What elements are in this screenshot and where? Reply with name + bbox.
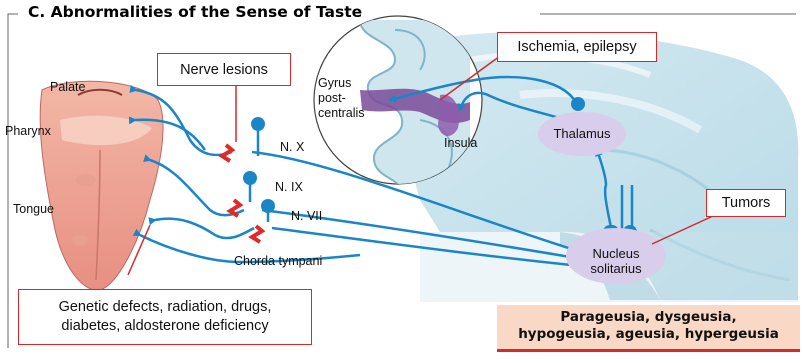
nerve-vii-label: N. VII: [291, 209, 322, 223]
ischemia-epilepsy-callout: Ischemia, epilepsy: [497, 32, 657, 62]
tumors-callout: Tumors: [706, 189, 786, 217]
insula-label: Insula: [444, 136, 477, 150]
genetic-callout-line2: diabetes, aldosterone deficiency: [61, 317, 268, 336]
nucleus-solitarius-label: Nucleus solitarius: [570, 246, 662, 276]
pharynx-label: Pharynx: [5, 124, 51, 138]
lesion-markers: [222, 145, 262, 242]
page-title: C. Abnormalities of the Sense of Taste: [22, 3, 368, 21]
nerve-ix-label: N. IX: [275, 180, 303, 194]
taste-disorders-line2: hypogeusia, ageusia, hypergeusia: [497, 326, 800, 343]
tongue-label: Tongue: [13, 202, 54, 216]
tongue-illustration: [40, 81, 163, 290]
taste-disorders-box: Parageusia, dysgeusia, hypogeusia, ageus…: [497, 305, 800, 352]
gyrus-label-line3: centralis: [318, 106, 365, 121]
genetic-defects-callout: Genetic defects, radiation, drugs, diabe…: [18, 289, 312, 345]
nerve-lesions-callout: Nerve lesions: [157, 53, 291, 86]
gyrus-label-line1: Gyrus: [318, 76, 365, 91]
nucleus-label-line1: Nucleus: [570, 246, 662, 261]
nerve-x-label: N. X: [280, 140, 304, 154]
taste-disorders-line1: Parageusia, dysgeusia,: [497, 309, 800, 326]
thalamus-label: Thalamus: [540, 126, 624, 141]
nucleus-label-line2: solitarius: [570, 261, 662, 276]
gyrus-postcentralis-label: Gyrus post- centralis: [318, 76, 365, 121]
chorda-tympani-label: Chorda tympani: [234, 254, 322, 268]
genetic-callout-line1: Genetic defects, radiation, drugs,: [59, 298, 272, 317]
gyrus-label-line2: post-: [318, 91, 365, 106]
palate-label: Palate: [50, 80, 85, 94]
